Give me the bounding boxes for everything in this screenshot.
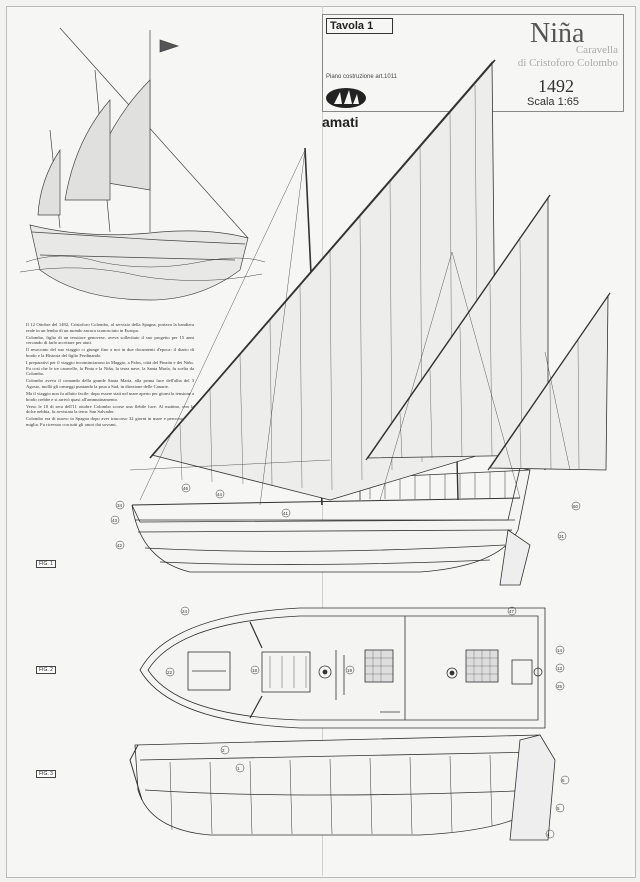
part-number: 13 [557, 666, 563, 671]
part-number: 1 [237, 766, 240, 771]
amati-logo-icon [326, 88, 366, 108]
part-number: 18 [252, 668, 258, 673]
history-paragraph: Ma il viaggio non fu affatto facile: dop… [26, 391, 194, 402]
fig2-deck-plan [139, 607, 546, 729]
subtitle-line-1: Caravella [575, 44, 618, 56]
part-number: 41 [283, 511, 289, 516]
history-paragraph: Verso le 10 di sera dell'11 ottobre Colo… [26, 403, 194, 415]
part-number: 14 [557, 648, 563, 653]
figure-label-2: FIG. 2 [36, 666, 56, 674]
part-number: 25 [557, 684, 563, 689]
part-number: 44 [217, 492, 223, 497]
part-number: 4 [547, 832, 550, 837]
ship-year: 1492 [538, 76, 574, 96]
fig2-callouts: 24 22 18 19 47 14 13 25 [165, 606, 565, 691]
history-text: Il 12 Ottobre del 1492, Cristoforo Colom… [26, 322, 194, 429]
history-paragraph: I preparativi per il viaggio incominciar… [26, 360, 194, 377]
part-number: 34 [117, 503, 123, 508]
part-number: 60 [573, 504, 579, 509]
fig3-longitudinal-section [129, 734, 556, 841]
fig3-callouts: 2 1 6 5 4 [220, 745, 570, 839]
part-number: 42 [117, 543, 123, 548]
part-number: 2 [222, 748, 225, 753]
figure-label-1: FIG. 1 [36, 560, 56, 568]
fig1-callouts: 46 44 34 43 42 41 60 31 [110, 483, 581, 550]
part-number: 19 [347, 668, 353, 673]
part-number: 24 [182, 609, 188, 614]
history-paragraph: Colombo, figlio di un tessitore genovese… [26, 334, 194, 346]
part-number: 5 [557, 806, 560, 811]
ship-subtitle: Caravella di Cristoforo Colombo [488, 44, 618, 70]
construction-plan-label: Piano costruzione art.1011 [326, 74, 397, 80]
fig1-side-elevation [129, 59, 611, 586]
part-number: 22 [167, 670, 173, 675]
part-number: 43 [112, 518, 118, 523]
brand-name: amati [322, 114, 359, 130]
history-paragraph: Il 12 Ottobre del 1492, Cristoforo Colom… [26, 322, 194, 333]
part-number: 46 [183, 486, 189, 491]
plate-label: Tavola 1 [326, 18, 393, 34]
part-number: 47 [509, 609, 515, 614]
subtitle-line-2: di Cristoforo Colombo [517, 57, 618, 69]
perspective-sketch [19, 27, 266, 301]
scale-label: Scala 1:65 [527, 96, 579, 108]
figure-label-3: FIG. 3 [36, 770, 56, 778]
history-paragraph: Il resoconto del suo viaggio ci giunge f… [26, 347, 194, 358]
part-number: 31 [559, 534, 565, 539]
ship-name: Niña [530, 18, 585, 49]
history-paragraph: Colombo era di nuovo in Spagna dopo aver… [26, 416, 194, 427]
part-number: 6 [562, 778, 565, 783]
history-paragraph: Colombo aveva il comando della grande Sa… [26, 378, 194, 389]
